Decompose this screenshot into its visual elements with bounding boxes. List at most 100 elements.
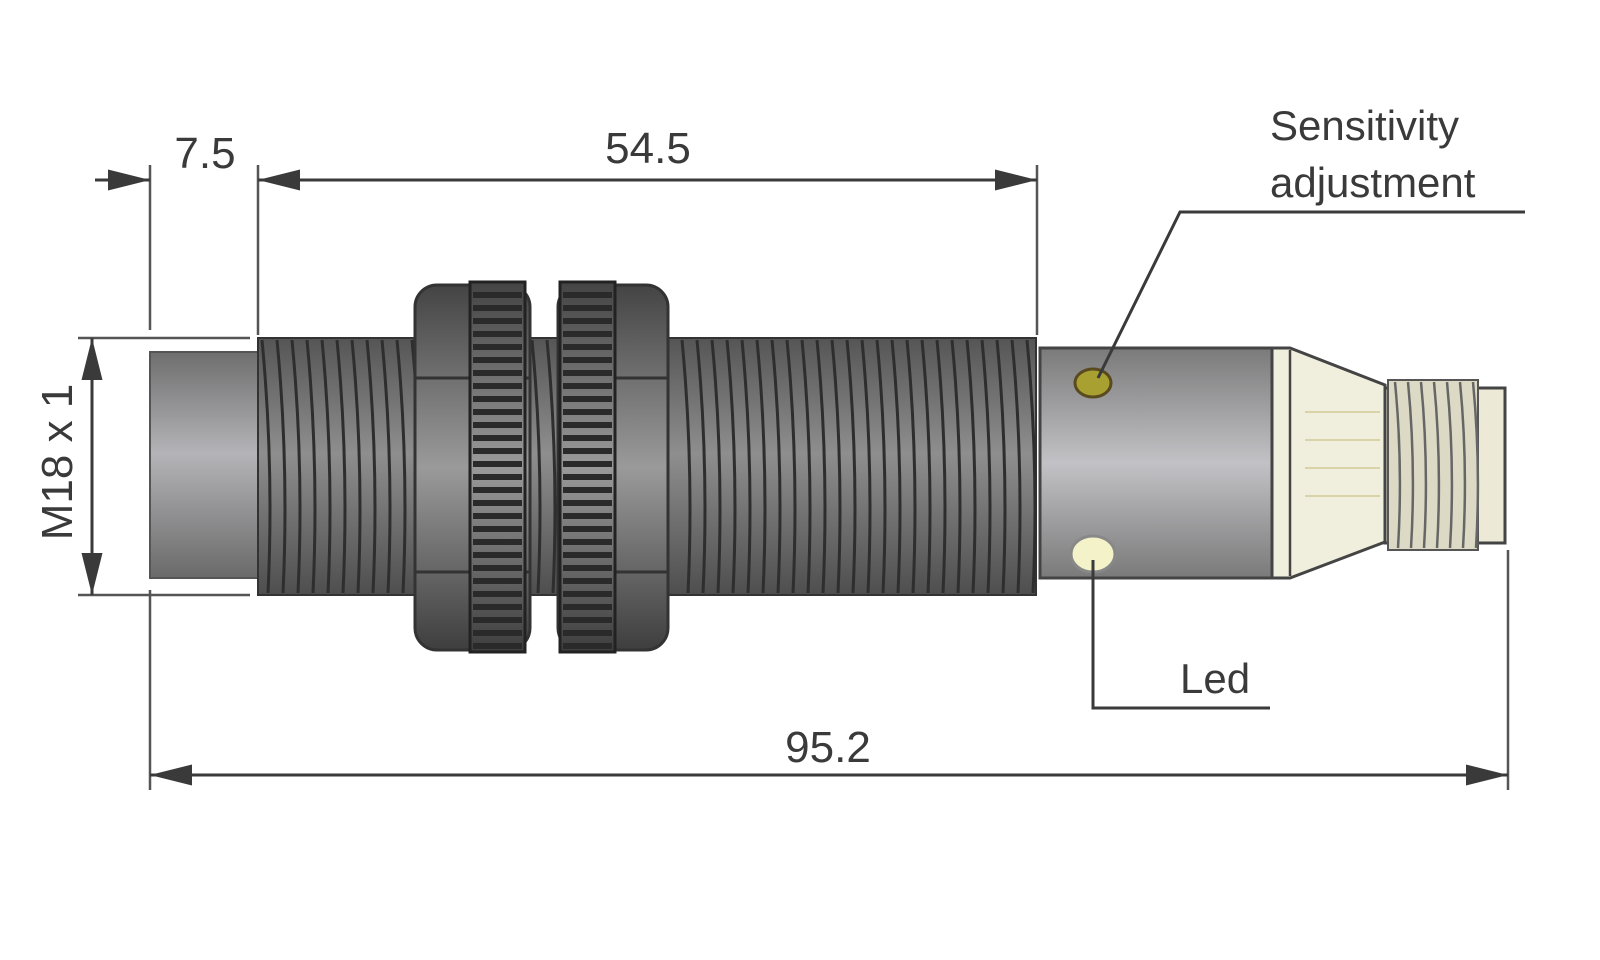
thread-line bbox=[473, 435, 522, 441]
thread-line bbox=[380, 339, 392, 594]
thread-line bbox=[563, 331, 612, 337]
sensitivity-label-line1: Sensitivity bbox=[1270, 102, 1459, 149]
thread-line bbox=[563, 409, 612, 415]
thread-line bbox=[365, 339, 377, 594]
thread-line bbox=[875, 339, 887, 594]
thread-line bbox=[395, 339, 407, 594]
thread-line bbox=[563, 292, 612, 298]
sensitivity-potentiometer-icon[interactable] bbox=[1073, 367, 1113, 399]
thread-line bbox=[473, 318, 522, 324]
thread-line bbox=[473, 539, 522, 545]
thread-line bbox=[965, 339, 977, 594]
thread-line bbox=[563, 357, 612, 363]
thread-line bbox=[473, 630, 522, 636]
thread-line bbox=[320, 339, 332, 594]
dimension-lines bbox=[78, 165, 1510, 790]
thread-line bbox=[563, 383, 612, 389]
callout-lines bbox=[1091, 210, 1525, 710]
thread-line bbox=[473, 383, 522, 389]
thread-line bbox=[905, 339, 917, 594]
connector bbox=[1270, 346, 1507, 580]
thread-line bbox=[305, 339, 317, 594]
thread-line bbox=[563, 591, 612, 597]
sensor-face bbox=[149, 351, 259, 579]
thread-line bbox=[563, 435, 612, 441]
thread-line bbox=[473, 474, 522, 480]
thread-line bbox=[473, 422, 522, 428]
thread-line bbox=[1025, 339, 1037, 594]
thread-line bbox=[680, 339, 692, 594]
thread-line bbox=[755, 339, 767, 594]
thread-line bbox=[563, 487, 612, 493]
thread-line bbox=[950, 339, 962, 594]
thread-line bbox=[815, 339, 827, 594]
thread-line bbox=[563, 617, 612, 623]
thread-line bbox=[473, 578, 522, 584]
dim-thread-size: M18 x 1 bbox=[33, 384, 82, 541]
thread-line bbox=[563, 539, 612, 545]
thread-line bbox=[473, 357, 522, 363]
thread-line bbox=[290, 339, 302, 594]
thread-line bbox=[473, 617, 522, 623]
thread-line bbox=[563, 474, 612, 480]
thread-line bbox=[1458, 381, 1467, 549]
thread-line bbox=[725, 339, 737, 594]
dim-thread-length: 54.5 bbox=[605, 124, 691, 173]
thread-line bbox=[545, 339, 557, 594]
thread-line bbox=[563, 526, 612, 532]
dim-total-length: 95.2 bbox=[785, 723, 871, 772]
thread-line bbox=[530, 339, 542, 594]
thread-line bbox=[563, 565, 612, 571]
thread-line bbox=[473, 526, 522, 532]
thread-line bbox=[935, 339, 947, 594]
thread-line bbox=[335, 339, 347, 594]
thread-line bbox=[350, 339, 362, 594]
thread-line bbox=[563, 643, 612, 649]
thread-line bbox=[980, 339, 992, 594]
thread-line bbox=[563, 396, 612, 402]
thread-line bbox=[473, 292, 522, 298]
thread-line bbox=[1393, 381, 1402, 549]
thread-line bbox=[890, 339, 902, 594]
thread-line bbox=[260, 339, 272, 594]
thread-line bbox=[473, 331, 522, 337]
thread-line bbox=[473, 409, 522, 415]
thread-line bbox=[800, 339, 812, 594]
led-label: Led bbox=[1180, 655, 1250, 702]
thread-line bbox=[473, 513, 522, 519]
thread-line bbox=[473, 344, 522, 350]
thread-line bbox=[1406, 381, 1415, 549]
thread-line bbox=[1432, 381, 1441, 549]
thread-line bbox=[563, 370, 612, 376]
thread-line bbox=[563, 552, 612, 558]
mounting-nut-1 bbox=[413, 280, 532, 654]
thread-line bbox=[563, 318, 612, 324]
thread-line bbox=[473, 305, 522, 311]
thread-line bbox=[473, 448, 522, 454]
thread-line bbox=[473, 396, 522, 402]
thread-line bbox=[473, 487, 522, 493]
dim-front-length: 7.5 bbox=[174, 129, 235, 178]
thread-line bbox=[920, 339, 932, 594]
thread-line bbox=[563, 500, 612, 506]
thread-line bbox=[563, 578, 612, 584]
thread-line bbox=[740, 339, 752, 594]
thread-line bbox=[710, 339, 722, 594]
thread-line bbox=[1010, 339, 1022, 594]
thread-line bbox=[845, 339, 857, 594]
thread-line bbox=[473, 565, 522, 571]
thread-line bbox=[473, 500, 522, 506]
thread-line bbox=[830, 339, 842, 594]
sensitivity-label-line2: adjustment bbox=[1270, 159, 1476, 206]
thread-line bbox=[860, 339, 872, 594]
thread-line bbox=[695, 339, 707, 594]
thread-line bbox=[275, 339, 287, 594]
thread-line bbox=[563, 461, 612, 467]
thread-line bbox=[473, 643, 522, 649]
thread-line bbox=[785, 339, 797, 594]
thread-line bbox=[1419, 381, 1428, 549]
thread-line bbox=[563, 305, 612, 311]
thread-line bbox=[563, 422, 612, 428]
thread-line bbox=[473, 370, 522, 376]
thread-line bbox=[563, 604, 612, 610]
